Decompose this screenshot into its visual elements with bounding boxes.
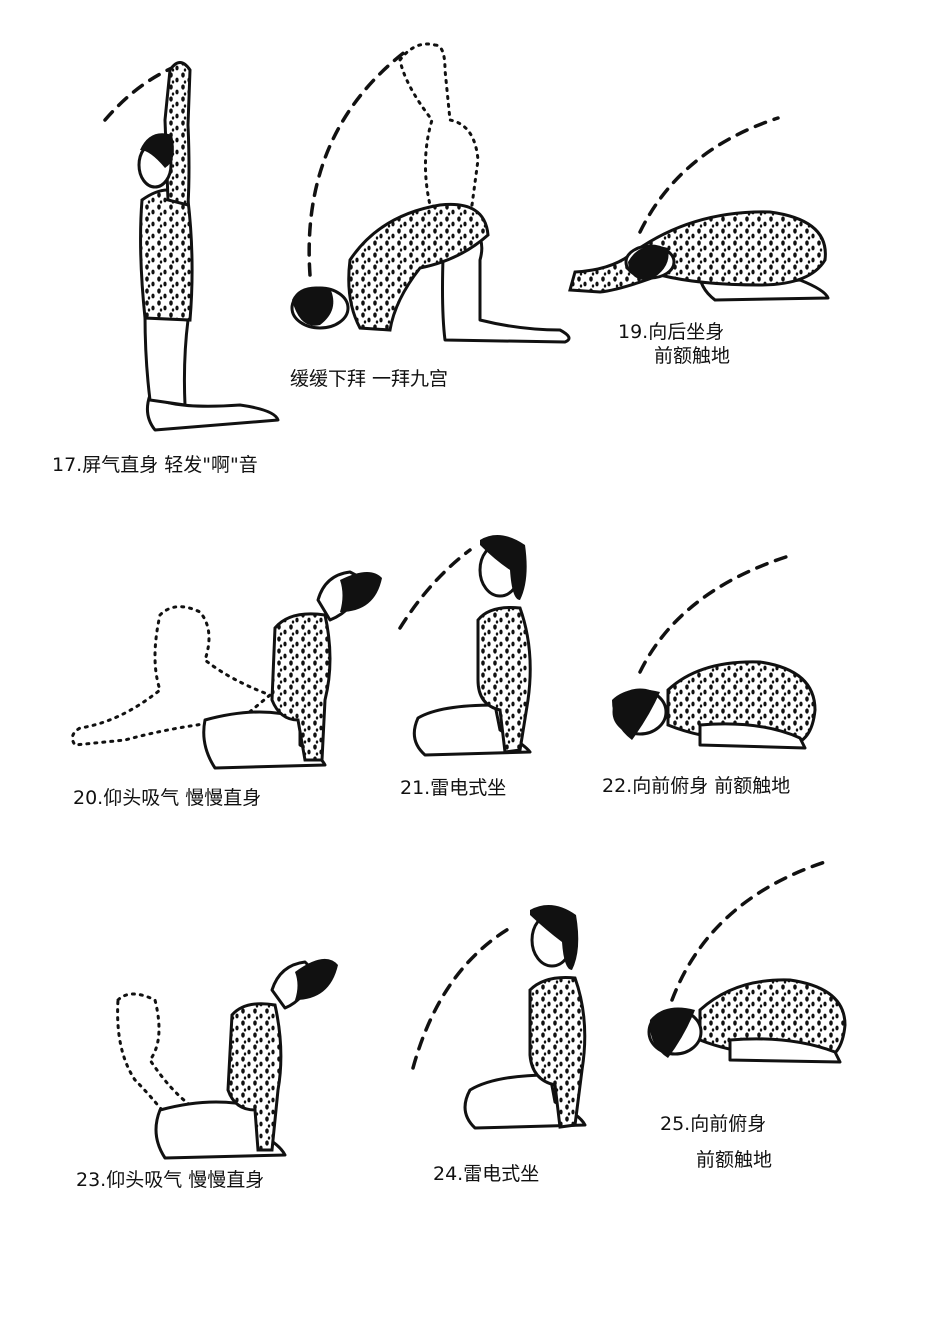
caption-18-text: 缓缓下拜 一拜九宫: [290, 368, 449, 390]
caption-24: 24.雷电式坐: [433, 1162, 539, 1186]
caption-21: 21.雷电式坐: [400, 776, 506, 800]
caption-19: 19.向后坐身 前额触地: [618, 320, 730, 368]
figure-25-forward-fold: [647, 860, 847, 1064]
caption-24-text: 24.雷电式坐: [433, 1163, 540, 1185]
caption-25-line2: 前额触地: [696, 1149, 773, 1171]
caption-23: 23.仰头吸气 慢慢直身: [76, 1168, 264, 1192]
caption-19-line2: 前额触地: [654, 345, 731, 367]
figure-23-rising: [116, 958, 338, 1160]
figure-21-vajrasana: [398, 535, 532, 757]
caption-21-text: 21.雷电式坐: [400, 777, 507, 799]
figure-18-bowing: [290, 42, 571, 344]
caption-20: 20.仰头吸气 慢慢直身: [73, 786, 261, 810]
figure-19-child-pose: [568, 116, 830, 302]
figure-22-forward-fold: [612, 553, 817, 750]
caption-20-text: 20.仰头吸气 慢慢直身: [73, 787, 262, 809]
caption-17: 17.屏气直身 轻发"啊"音: [52, 453, 258, 477]
caption-22: 22.向前俯身 前额触地: [602, 774, 790, 798]
figure-17-kneeling-arms-up: [103, 61, 280, 432]
figure-24-vajrasana: [411, 905, 587, 1130]
figure-20-rising: [70, 570, 382, 770]
caption-25: 25.向前俯身 前额触地: [660, 1106, 772, 1178]
caption-22-text: 22.向前俯身 前额触地: [602, 775, 791, 797]
caption-18: 缓缓下拜 一拜九宫: [290, 367, 448, 391]
caption-19-line1: 19.向后坐身: [618, 321, 725, 343]
caption-25-line1: 25.向前俯身: [660, 1113, 767, 1135]
caption-17-text: 17.屏气直身 轻发"啊"音: [52, 454, 258, 476]
caption-23-text: 23.仰头吸气 慢慢直身: [76, 1169, 265, 1191]
